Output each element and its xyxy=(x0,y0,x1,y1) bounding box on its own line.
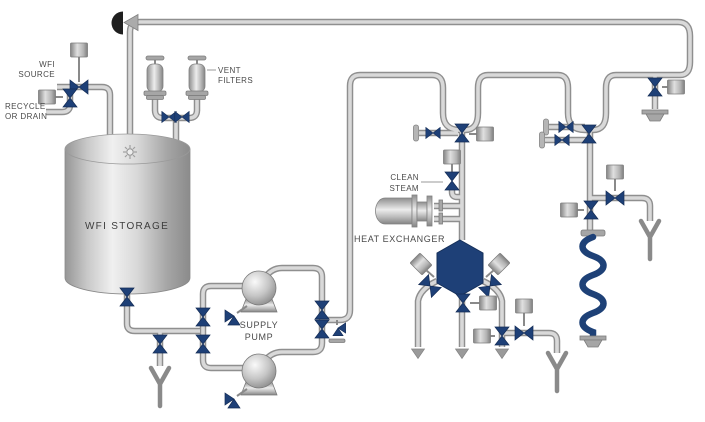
label-wfi-source-1: WFI xyxy=(39,60,55,69)
blind-cap-port-icon xyxy=(328,338,346,343)
label-recycle-1: RECYCLE xyxy=(5,102,46,111)
pump-discharge-valve-top-icon xyxy=(314,300,330,320)
pump-suction-valve-bottom-icon xyxy=(195,334,211,354)
label-clean-steam-2: STEAM xyxy=(389,184,419,193)
blind-cap-port-icon xyxy=(539,131,545,149)
valve-actuator-icon xyxy=(479,295,497,311)
diaphragm-valve-icon xyxy=(62,88,78,108)
valve-actuator-icon xyxy=(560,202,578,218)
manifold-valve-bottom-icon xyxy=(455,293,471,313)
use-point-manifold-icon xyxy=(436,239,484,297)
sample-cooler-coil xyxy=(579,229,607,348)
manifold-right-outlet-valve xyxy=(473,326,510,346)
heat-exchanger xyxy=(375,194,443,228)
use-point-cap-icon xyxy=(641,109,669,122)
supply-pump-top xyxy=(224,270,278,326)
return-line-terminal xyxy=(111,11,139,35)
return-line-cap-icon xyxy=(111,11,123,35)
label-supply-pump-1: SUPPLY xyxy=(240,320,278,330)
valve-actuator-icon xyxy=(473,328,491,344)
valve-actuator-icon xyxy=(606,164,624,180)
label-clean-steam-1: CLEAN xyxy=(390,173,419,182)
valve-actuator-icon xyxy=(443,149,461,165)
sample-valve-icon xyxy=(558,121,574,133)
wfi-storage-tank: WFI STORAGE xyxy=(64,133,191,295)
wfi-source-valve xyxy=(69,42,89,95)
outlet-arrow-icon xyxy=(455,348,469,359)
return-flow-arrow-icon xyxy=(123,13,139,32)
cooler-branch-drain-valve xyxy=(605,164,625,206)
tank-drain-valve-icon xyxy=(152,334,168,354)
pump-suction-valve-top-icon xyxy=(195,307,211,327)
diaphragm-valve-icon xyxy=(647,77,663,97)
label-vent-2: FILTERS xyxy=(218,76,253,85)
use-point-cap-icon xyxy=(579,335,607,348)
recycle-drain-valve xyxy=(38,88,78,108)
valve-actuator-icon xyxy=(476,126,494,142)
outlet-arrow-icon xyxy=(411,348,425,359)
manifold-drain-branch-valve xyxy=(514,298,534,341)
outlet-arrow-icon xyxy=(495,348,509,359)
loop-takeoff-1 xyxy=(413,123,494,143)
vent-filter-left xyxy=(143,55,167,100)
supply-pump-bottom xyxy=(224,353,278,409)
pump-discharge-valve-bottom-icon xyxy=(314,319,330,339)
valve-actuator-icon xyxy=(667,79,685,95)
diaphragm-valve-icon xyxy=(583,200,599,220)
vent-filter-right xyxy=(185,55,209,100)
diaphragm-valve-icon xyxy=(514,325,534,341)
tank-outlet-valve-icon xyxy=(119,287,135,307)
blind-cap-port-icon xyxy=(413,124,419,142)
sample-valve-icon xyxy=(425,127,441,139)
angle-valve-icon xyxy=(332,322,346,336)
labels: WFI SOURCE RECYCLE OR DRAIN VENT FILTERS… xyxy=(5,60,445,342)
drain-wye-icon xyxy=(548,353,566,391)
use-point-top-right xyxy=(641,77,685,122)
label-wfi-source-2: SOURCE xyxy=(18,70,55,79)
clean-steam-valve xyxy=(443,149,461,191)
diaphragm-valve-icon xyxy=(444,171,460,191)
valve-actuator-icon xyxy=(515,298,533,314)
tank-label: WFI STORAGE xyxy=(85,221,169,232)
diaphragm-valve-icon xyxy=(605,190,625,206)
spray-ball-icon xyxy=(123,145,137,159)
takeoff-valve-icon xyxy=(581,124,597,144)
label-recycle-2: OR DRAIN xyxy=(5,112,47,121)
label-vent-1: VENT xyxy=(218,66,241,75)
cooler-coil-icon xyxy=(579,233,607,339)
label-supply-pump-2: PUMP xyxy=(245,332,273,342)
pump-merge-sample-valve xyxy=(328,320,346,343)
sample-valve-icon xyxy=(554,134,570,146)
label-heat-exchanger: HEAT EXCHANGER xyxy=(354,234,445,244)
cooler-isolation-valve xyxy=(560,200,599,220)
drain-wye-icon xyxy=(641,221,659,259)
valve-actuator-icon xyxy=(70,42,88,58)
drain-wye-icon xyxy=(151,368,169,406)
use-point-manifold xyxy=(409,239,511,313)
